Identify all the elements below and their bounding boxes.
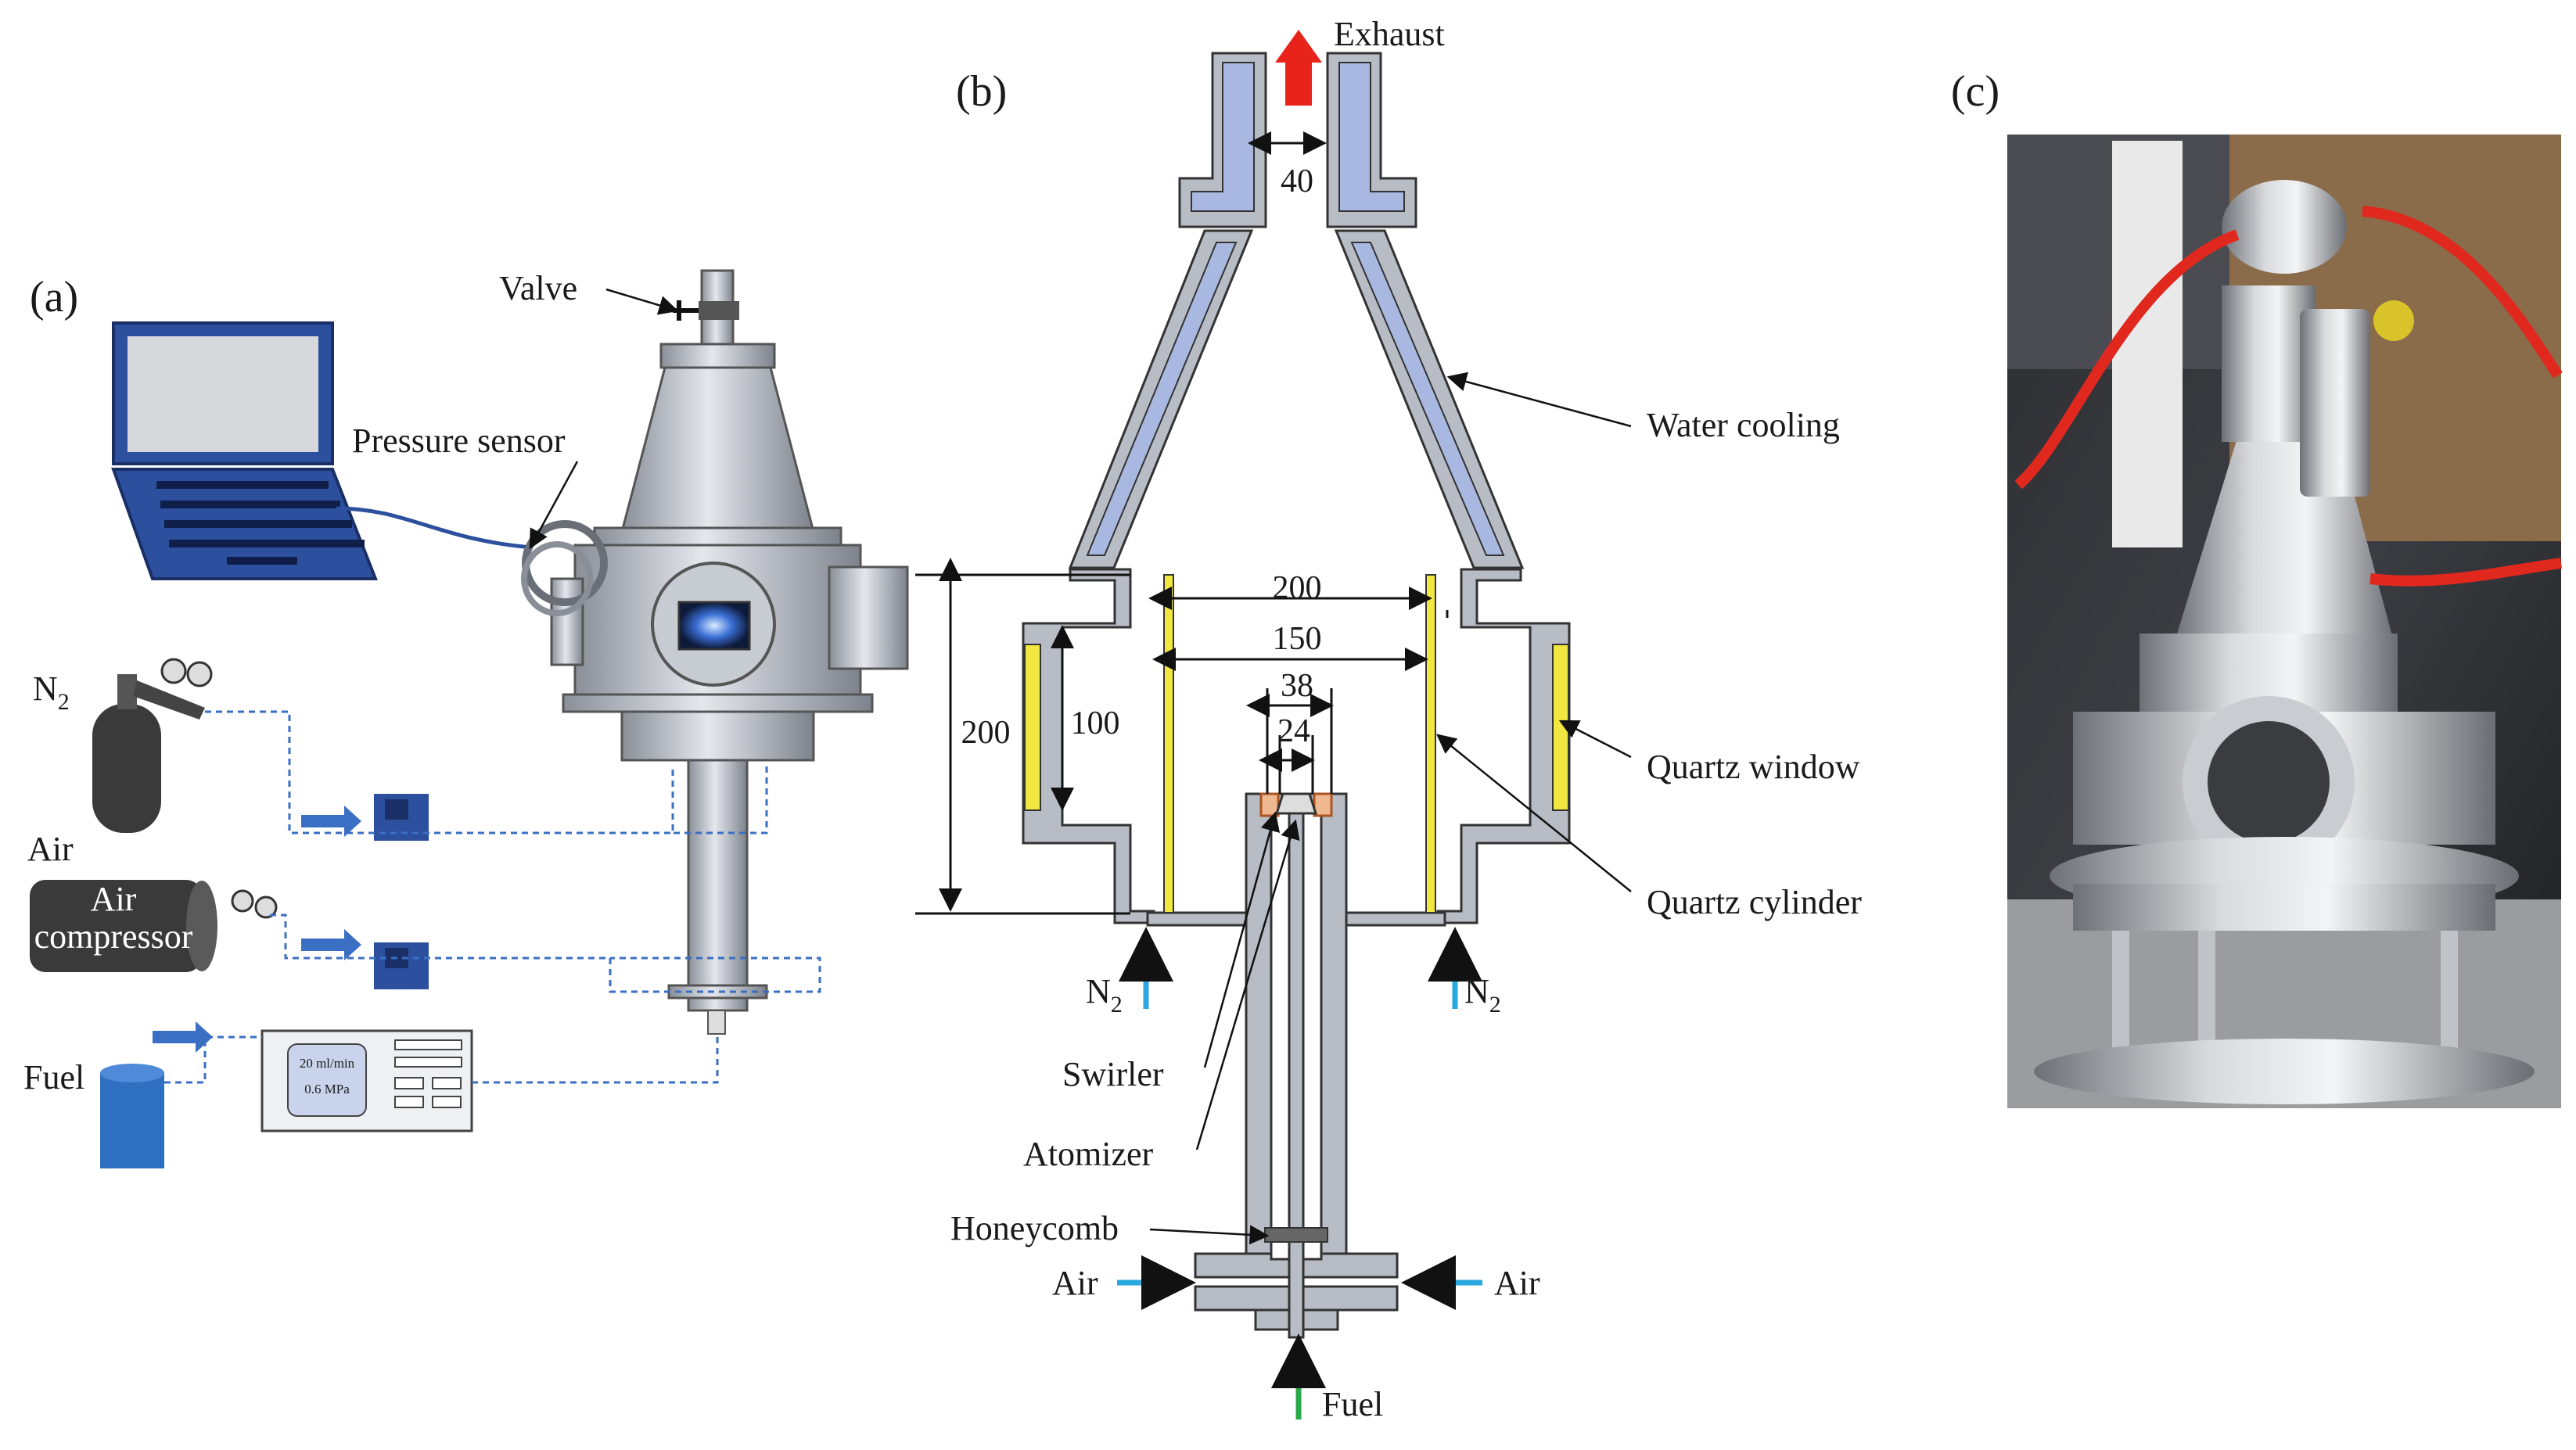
supply-lines [164, 710, 821, 1084]
valve-leader [605, 288, 679, 315]
panel-b-cross-section: Exhaust 40 Water cooling 200 150 38 24 2… [915, 15, 1862, 1423]
panel-label-a: (a) [30, 273, 78, 321]
fuel-label-a: Fuel [23, 1058, 84, 1096]
flow-controller-icon [374, 794, 429, 989]
air-compressor-line2: compressor [34, 917, 193, 956]
apparatus-photo [2007, 135, 2563, 1108]
quartz-cylinder-label: Quartz cylinder [1647, 883, 1862, 921]
exhaust-arrow-icon [1275, 30, 1322, 106]
air-compressor-line1: Air [91, 880, 137, 918]
dim-chamber-width: 200 [1273, 570, 1322, 606]
air-right-label: Air [1494, 1264, 1540, 1302]
n2-cylinder-icon [92, 658, 213, 833]
pump-rate: 20 ml/min [300, 1056, 355, 1071]
n2-right-label: N2 [1464, 972, 1501, 1018]
fuel-label-b: Fuel [1322, 1385, 1383, 1423]
water-cooling-label: Water cooling [1647, 406, 1840, 444]
sensor-cable [336, 506, 533, 550]
dim-window-height: 100 [1071, 705, 1120, 741]
dim-cylinder-width: 150 [1273, 621, 1322, 657]
air-compressor-icon [30, 880, 278, 972]
n2-label: N2 [33, 669, 70, 715]
pressure-sensor-leader [529, 461, 579, 550]
laptop-icon [111, 321, 378, 580]
quartz-window-label: Quartz window [1647, 748, 1860, 786]
dim-swirler-outer: 38 [1281, 668, 1313, 704]
atomizer-label: Atomizer [1023, 1135, 1154, 1173]
fuel-tank-icon [100, 1064, 164, 1168]
panel-label-c: (c) [1951, 67, 1999, 116]
panel-label-b: (b) [956, 67, 1007, 116]
exhaust-label: Exhaust [1334, 15, 1445, 53]
honeycomb-label: Honeycomb [950, 1209, 1119, 1247]
air-label: Air [27, 830, 74, 868]
dim-outlet: 40 [1281, 163, 1313, 199]
burner-body-drawing [521, 269, 909, 1035]
pump-pressure: 0.6 MPa [304, 1082, 350, 1096]
pressure-sensor-label: Pressure sensor [352, 422, 566, 460]
swirler-label: Swirler [1062, 1055, 1164, 1093]
air-left-label: Air [1052, 1264, 1098, 1302]
n2-left-label: N2 [1086, 972, 1123, 1018]
panel-a-schematic: Valve Pressure sensor N2 Air Air compres… [23, 269, 909, 1168]
syringe-pump-icon [260, 1029, 473, 1132]
flow-arrow-icon [153, 806, 361, 1053]
dim-swirler-inner: 24 [1277, 713, 1310, 749]
valve-label: Valve [499, 269, 577, 307]
dim-chamber-height: 200 [961, 715, 1011, 751]
